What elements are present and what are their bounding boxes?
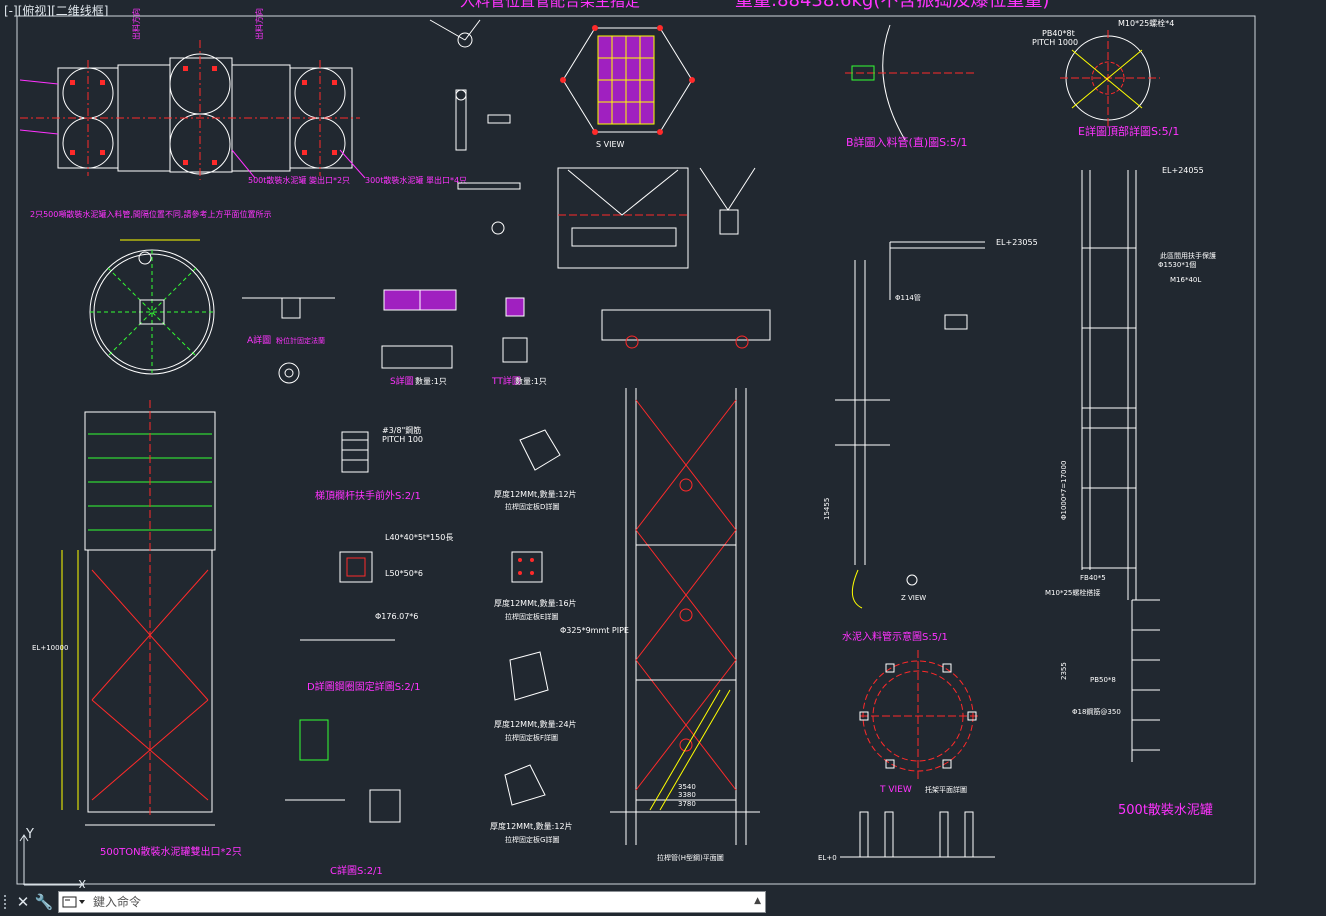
m10b-label: M10*25螺栓搭接 bbox=[1045, 588, 1100, 597]
plate-f-qty: 厚度12MMt,數量:24片 bbox=[494, 719, 577, 729]
c-detail-title: C詳圖S:2/1 bbox=[330, 864, 383, 877]
l50-label: L50*50*6 bbox=[385, 569, 423, 578]
s-view-title: S VIEW bbox=[596, 140, 625, 149]
z-view-label: Z VIEW bbox=[901, 594, 926, 602]
tt-detail bbox=[502, 297, 528, 363]
a-detail bbox=[242, 297, 335, 384]
s-view-hexagon bbox=[560, 25, 695, 135]
d-detail-title: D詳圖鋼圈固定詳圖S:2/1 bbox=[307, 680, 421, 693]
dim-17000: Φ1000*7=17000 bbox=[1060, 461, 1068, 520]
b-detail bbox=[845, 24, 975, 141]
viewport-frame bbox=[16, 15, 1256, 885]
el-24055: EL+24055 bbox=[1162, 166, 1204, 175]
base-section bbox=[840, 811, 995, 858]
wrench-icon[interactable]: 🔧 bbox=[34, 893, 54, 911]
cage-ladder bbox=[1081, 170, 1160, 762]
b-detail-title: B詳圖入料管(直)圖S:5/1 bbox=[846, 135, 968, 149]
pitch-100: PITCH 100 bbox=[382, 435, 423, 444]
dim-15455: 15455 bbox=[823, 498, 831, 520]
e-pitch: PITCH 1000 bbox=[1032, 38, 1078, 47]
command-input[interactable] bbox=[93, 893, 733, 911]
e-pb40: PB40*8t bbox=[1042, 29, 1075, 38]
tower-elevation-left bbox=[61, 400, 216, 826]
e-detail-title: E詳圖頂部詳圖S:5/1 bbox=[1078, 124, 1179, 138]
plate-g-qty: 厚度12MMt,數量:12片 bbox=[490, 821, 573, 831]
plate-details bbox=[504, 429, 561, 806]
silo-500t-outlet: 500t散裝水泥罐 變出口*2只 bbox=[248, 175, 350, 185]
s-detail-qty: 數量:1只 bbox=[415, 376, 447, 386]
t-view-sub: 托架平面詳圖 bbox=[925, 785, 967, 794]
header-weight: 重量:88438.6kg(不含振捣及爆位重量) bbox=[735, 0, 1049, 11]
t500-title: 500t散裝水泥罐 bbox=[1118, 803, 1213, 818]
plate-e-qty: 厚度12MMt,數量:16片 bbox=[494, 598, 577, 608]
stair-title: 梯頂欄杆扶手前外S:2/1 bbox=[315, 489, 421, 502]
e-m10: M10*25螺栓*4 bbox=[1118, 18, 1174, 28]
ucs-y-label: Y bbox=[25, 827, 34, 842]
view-menu[interactable]: [俯视] bbox=[17, 4, 52, 18]
c-detail bbox=[285, 719, 401, 823]
note-2x500: 2只500噸散裝水泥罐入料管,間隔位置不同,請參考上方平面位置所示 bbox=[30, 209, 271, 219]
ucs-x-label: X bbox=[78, 878, 86, 892]
center-tower bbox=[601, 309, 771, 845]
stair-detail bbox=[300, 431, 395, 641]
phi114-label: Φ114管 bbox=[895, 293, 921, 302]
inlet-pipe bbox=[835, 241, 985, 609]
chevron-up-icon[interactable]: ▲ bbox=[754, 896, 761, 906]
top-note-a: 出料方向 bbox=[131, 8, 141, 40]
close-icon[interactable]: ✕ bbox=[16, 893, 30, 911]
command-history-icon[interactable] bbox=[62, 895, 90, 909]
phi18-label: Φ18鋼筋@350 bbox=[1072, 707, 1121, 716]
plate-d-sub: 拉桿固定板D詳圖 bbox=[505, 502, 559, 511]
t-view bbox=[859, 650, 978, 780]
silo-plan-view bbox=[19, 40, 366, 180]
dim-3540: 3540 bbox=[678, 783, 696, 791]
ucs-icon bbox=[19, 834, 84, 886]
el-0: EL+0 bbox=[818, 854, 837, 862]
l40-label: L40*40*5t*150長 bbox=[385, 533, 453, 542]
header-note-left: 入料管位置管配合架主指定 bbox=[460, 0, 640, 10]
command-line-grip[interactable] bbox=[4, 895, 10, 909]
viewport-label: [-][俯视][二维线框] bbox=[4, 4, 108, 18]
pipe-details-top bbox=[429, 19, 521, 235]
dim-3380: 3380 bbox=[678, 791, 696, 799]
tt-detail-title: TT詳圖 bbox=[491, 375, 521, 387]
command-line-bar: ✕ 🔧 ▲ bbox=[0, 888, 1326, 916]
el-10000: EL+10000 bbox=[32, 644, 68, 652]
ton-500-title: 500TON散裝水泥罐雙出口*2只 bbox=[100, 845, 242, 858]
pb50-label: PB50*8 bbox=[1090, 676, 1116, 684]
dim-3780: 3780 bbox=[678, 800, 696, 808]
viewport-controls-menu[interactable]: [-] bbox=[4, 4, 18, 18]
plate-d-qty: 厚度12MMt,數量:12片 bbox=[494, 489, 577, 499]
plate-e-sub: 拉桿固定板E詳圖 bbox=[505, 612, 558, 621]
phi176-label: Φ176.07*6 bbox=[375, 612, 418, 621]
a-detail-title: A詳圖 bbox=[247, 334, 271, 346]
cage-note: 此區間用扶手保護 bbox=[1160, 251, 1216, 260]
bar-h-label: 拉桿管(H型鋼)平面圖 bbox=[657, 853, 724, 862]
fb40-label: FB40*5 bbox=[1080, 574, 1106, 582]
rebar-label: #3/8"鋼筋 bbox=[382, 425, 421, 435]
el-23055: EL+23055 bbox=[996, 238, 1038, 247]
m16-label: M16*40L bbox=[1170, 276, 1201, 284]
s-detail-title: S詳圖 bbox=[390, 375, 414, 387]
t-view-title: T VIEW bbox=[879, 785, 912, 795]
ring-1530: Φ1530*1個 bbox=[1158, 260, 1196, 269]
water-detail-title: 水泥入料管示意圖S:5/1 bbox=[842, 630, 948, 643]
s-detail bbox=[381, 289, 457, 369]
pipe-325-label: Φ325*9mmt PIPE bbox=[560, 626, 629, 635]
command-input-wrapper: ▲ bbox=[58, 891, 766, 913]
e-detail bbox=[1060, 30, 1160, 126]
plate-g-sub: 拉桿固定板G詳圖 bbox=[505, 835, 559, 844]
silo-300t-outlet: 300t散裝水泥罐 單出口*4只 bbox=[365, 175, 467, 185]
tt-detail-qty: 數量:1只 bbox=[515, 376, 547, 386]
top-note-b: 出料方向 bbox=[254, 8, 264, 40]
silo-top-plan bbox=[89, 239, 215, 375]
dim-2355: 2355 bbox=[1060, 662, 1068, 680]
plate-f-sub: 拉桿固定板F詳圖 bbox=[505, 733, 558, 742]
visual-style-menu[interactable]: [二维线框] bbox=[51, 4, 109, 18]
a-detail-sub: 粉位計固定法蘭 bbox=[276, 336, 325, 345]
hopper-sections bbox=[557, 167, 756, 269]
